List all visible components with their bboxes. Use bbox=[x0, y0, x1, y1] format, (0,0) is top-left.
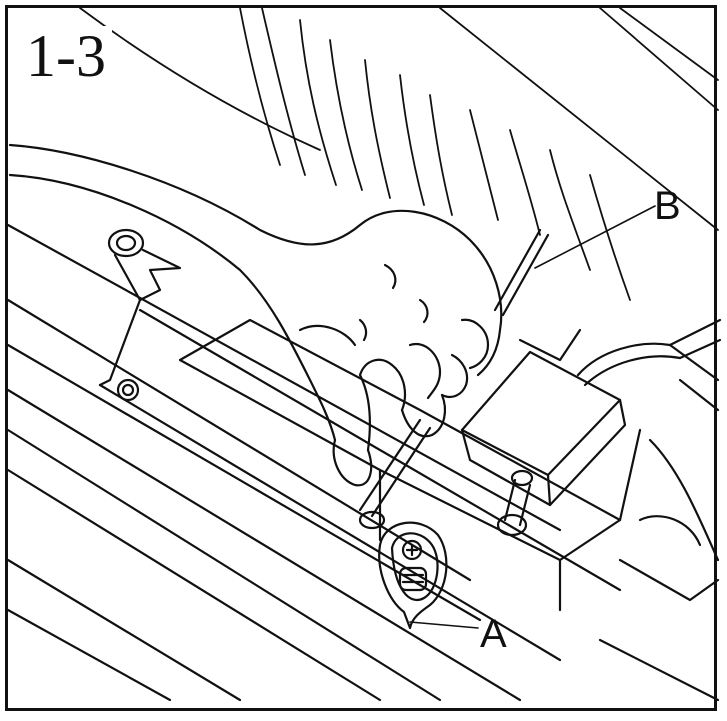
hex-key bbox=[358, 228, 550, 530]
terminal-cover bbox=[378, 521, 448, 630]
right-side-parts bbox=[598, 343, 720, 702]
callout-label-a: A bbox=[480, 612, 507, 656]
frame-rails bbox=[6, 223, 622, 702]
seat-latch bbox=[98, 228, 182, 402]
step-number-label: 1-3 bbox=[20, 26, 112, 90]
hand bbox=[8, 143, 503, 487]
connector-block bbox=[460, 318, 722, 507]
seat-fabric-lines bbox=[79, 7, 719, 301]
callout-label-b: B bbox=[654, 184, 681, 228]
battery-box bbox=[178, 318, 642, 612]
leader-lines bbox=[409, 205, 656, 629]
terminal-bolt bbox=[496, 469, 534, 537]
